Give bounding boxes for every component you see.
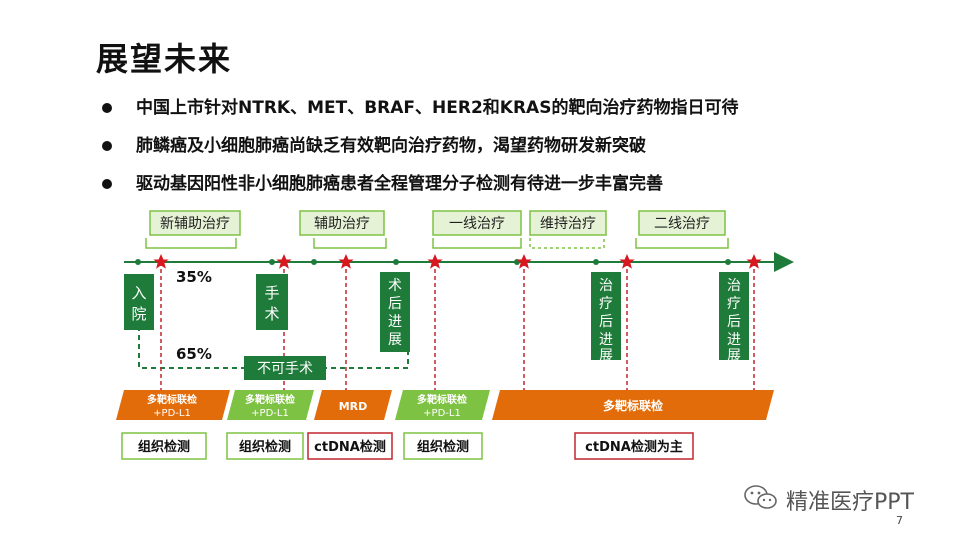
event-box-progression-1: 治 疗 后 进 展 <box>591 272 621 364</box>
phase-label: 维持治疗 <box>529 210 607 236</box>
bullet-item: 肺鳞癌及小细胞肺癌尚缺乏有效靶向治疗药物，渴望药物研发新突破 <box>100 134 738 172</box>
svg-text:多靶标联检: 多靶标联检 <box>603 398 663 413</box>
test-bar: 多靶标联检 +PD-L1 <box>227 390 314 420</box>
event-char: 进 <box>727 332 741 348</box>
bullet-dot-icon <box>102 179 112 189</box>
star-icon <box>427 254 443 269</box>
phase-label-text: 维持治疗 <box>540 216 596 232</box>
event-char: 后 <box>727 314 741 330</box>
svg-text:ctDNA检测为主: ctDNA检测为主 <box>585 439 683 455</box>
phase-label-text: 辅助治疗 <box>314 216 370 232</box>
star-icon <box>338 254 354 269</box>
event-char: 术 <box>388 278 402 294</box>
sample-box: ctDNA检测为主 <box>574 432 694 460</box>
bullet-list: 中国上市针对NTRK、MET、BRAF、HER2和KRAS的靶向治疗药物指日可待… <box>100 96 738 210</box>
event-char: 手 <box>264 284 279 302</box>
event-char: 疗 <box>727 296 741 312</box>
test-bar: 多靶标联检 +PD-L1 <box>395 390 490 420</box>
sample-box: 组织检测 <box>121 432 207 460</box>
star-icon <box>619 254 635 269</box>
phase-label-text: 二线治疗 <box>654 216 710 232</box>
svg-text:多靶标联检: 多靶标联检 <box>245 393 295 406</box>
bullet-dot-icon <box>102 141 112 151</box>
page-number: 7 <box>896 514 903 527</box>
phase-label: 二线治疗 <box>638 210 726 236</box>
event-char: 展 <box>727 348 741 364</box>
sample-box: ctDNA检测 <box>307 432 393 460</box>
phase-label-text: 一线治疗 <box>449 216 505 232</box>
event-char: 院 <box>131 305 146 323</box>
sample-box: 组织检测 <box>226 432 304 460</box>
page-title: 展望未来 <box>96 40 233 78</box>
bullet-text: 驱动基因阳性非小细胞肺癌患者全程管理分子检测有待进一步丰富完善 <box>136 174 663 194</box>
star-icon <box>746 254 762 269</box>
bullet-dot-icon <box>102 103 112 113</box>
event-char: 后 <box>599 314 613 330</box>
percent-inoperable: 65% <box>176 345 212 363</box>
event-char: 展 <box>599 348 613 364</box>
test-bar: 多靶标联检 <box>492 390 774 420</box>
event-box-progression-2: 治 疗 后 进 展 <box>719 272 749 364</box>
svg-text:ctDNA检测: ctDNA检测 <box>314 439 386 455</box>
svg-text:组织检测: 组织检测 <box>138 439 190 455</box>
event-box-inoperable: 不可手术 <box>244 356 326 380</box>
svg-text:多靶标联检: 多靶标联检 <box>147 393 197 406</box>
svg-text:+PD-L1: +PD-L1 <box>153 408 191 419</box>
event-box-admission: 入 院 <box>124 274 154 330</box>
star-icon <box>516 254 532 269</box>
event-char: 术 <box>264 305 279 323</box>
event-char: 入 <box>131 284 146 302</box>
event-stars <box>153 254 762 269</box>
sample-box: 组织检测 <box>403 432 483 460</box>
event-char: 进 <box>599 332 613 348</box>
bullet-text: 中国上市针对NTRK、MET、BRAF、HER2和KRAS的靶向治疗药物指日可待 <box>136 98 739 118</box>
event-char: 进 <box>388 314 402 330</box>
event-box-post-op-progression: 术 后 进 展 <box>380 272 410 352</box>
svg-text:组织检测: 组织检测 <box>417 439 469 455</box>
event-char: 疗 <box>599 296 613 312</box>
svg-text:+PD-L1: +PD-L1 <box>251 408 289 419</box>
phase-brackets <box>145 238 729 249</box>
bullet-text: 肺鳞癌及小细胞肺癌尚缺乏有效靶向治疗药物，渴望药物研发新突破 <box>136 136 646 156</box>
event-char: 展 <box>388 332 402 348</box>
event-char: 治 <box>727 278 741 294</box>
phase-label: 新辅助治疗 <box>149 210 241 236</box>
test-bar: MRD <box>314 390 392 420</box>
event-char: 治 <box>599 278 613 294</box>
event-box-surgery: 手 术 <box>256 274 288 330</box>
svg-text:组织检测: 组织检测 <box>239 439 291 455</box>
svg-text:多靶标联检: 多靶标联检 <box>417 393 467 406</box>
phase-label: 辅助治疗 <box>299 210 385 236</box>
svg-text:MRD: MRD <box>339 400 368 413</box>
event-char: 后 <box>388 296 402 312</box>
star-icon <box>276 254 292 269</box>
wechat-icon <box>744 485 777 509</box>
star-icon <box>153 254 169 269</box>
event-label: 不可手术 <box>257 361 313 377</box>
phase-label-text: 新辅助治疗 <box>160 216 230 232</box>
svg-text:+PD-L1: +PD-L1 <box>423 408 461 419</box>
phase-label: 一线治疗 <box>432 210 522 236</box>
watermark-text: 精准医疗PPT <box>786 490 914 515</box>
test-bar: 多靶标联检 +PD-L1 <box>116 390 230 420</box>
bullet-item: 中国上市针对NTRK、MET、BRAF、HER2和KRAS的靶向治疗药物指日可待 <box>100 96 738 134</box>
percent-operable: 35% <box>176 268 212 286</box>
bullet-item: 驱动基因阳性非小细胞肺癌患者全程管理分子检测有待进一步丰富完善 <box>100 172 738 210</box>
